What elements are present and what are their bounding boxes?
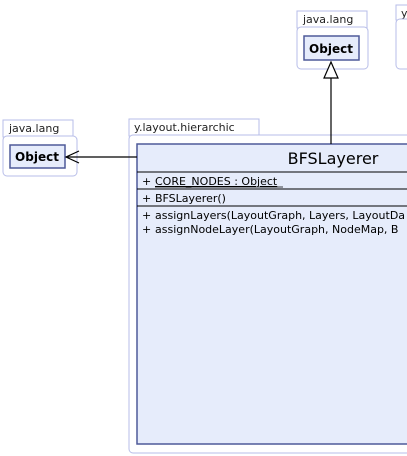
method-visibility: + <box>142 223 151 236</box>
constructor-bfslayerer: BFSLayerer() <box>155 192 226 205</box>
package-main-name: y.layout.hierarchic <box>134 121 235 134</box>
method-row[interactable]: + assignLayers(LayoutGraph, Layers, Layo… <box>142 209 405 222</box>
class-bfslayerer-name: BFSLayerer <box>288 149 379 168</box>
field-row[interactable]: + CORE_NODES : Object <box>142 175 283 188</box>
generalization-arrow[interactable] <box>323 60 339 144</box>
field-visibility: + <box>142 175 151 188</box>
package-top-name: java.lang <box>302 13 353 26</box>
package-right-partial: y <box>395 4 407 70</box>
class-top-object[interactable]: Object <box>303 35 360 61</box>
method-assign-layers: assignLayers(LayoutGraph, Layers, Layout… <box>155 209 405 222</box>
method-visibility: + <box>142 209 151 222</box>
field-core-nodes: CORE_NODES : Object <box>155 175 278 188</box>
class-bfslayerer[interactable]: BFSLayerer + CORE_NODES : Object + BFSLa… <box>136 143 407 445</box>
constructor-row[interactable]: + BFSLayerer() <box>142 192 226 205</box>
package-right-partial-name: y <box>401 7 407 20</box>
constructor-visibility: + <box>142 192 151 205</box>
class-left-object[interactable]: Object <box>9 144 66 169</box>
class-top-object-name: Object <box>309 42 353 56</box>
method-assign-node-layer: assignNodeLayer(LayoutGraph, NodeMap, B <box>155 223 398 236</box>
hollow-triangle-arrowhead <box>323 60 339 79</box>
class-left-object-name: Object <box>15 150 59 164</box>
package-left-name: java.lang <box>8 122 59 135</box>
open-arrowhead <box>64 150 80 164</box>
dependency-arrow[interactable] <box>64 150 137 164</box>
method-row[interactable]: + assignNodeLayer(LayoutGraph, NodeMap, … <box>142 223 398 236</box>
